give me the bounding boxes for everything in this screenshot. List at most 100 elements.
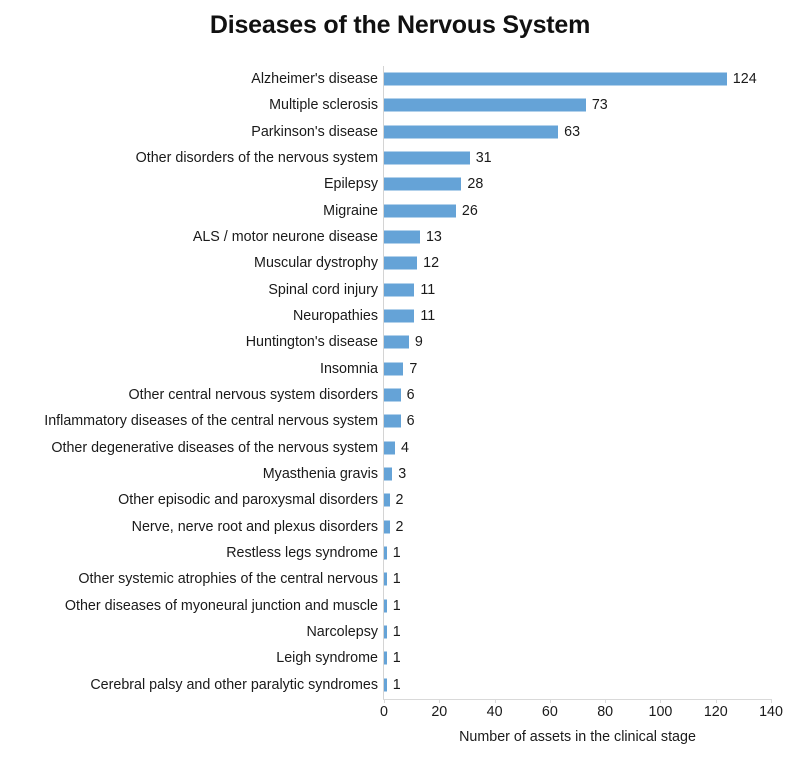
bar	[384, 256, 418, 270]
category-label: Other systemic atrophies of the central …	[78, 571, 378, 588]
category-label: ALS / motor neurone disease	[192, 229, 378, 246]
x-tick-mark	[660, 699, 662, 703]
category-label: Other central nervous system disorders	[128, 387, 379, 404]
x-tick-mark	[605, 699, 607, 703]
bar-row: Narcolepsy 1	[0, 619, 800, 645]
bar-row: Muscular dystrophy 12	[0, 250, 800, 276]
bar	[384, 651, 387, 665]
bar	[384, 204, 456, 218]
category-label: Restless legs syndrome	[226, 545, 378, 562]
bar	[384, 388, 401, 402]
bar	[384, 283, 415, 297]
bar	[384, 98, 586, 112]
bar-row: Insomnia 7	[0, 356, 800, 382]
category-label: Huntington's disease	[245, 334, 378, 351]
category-label: Leigh syndrome	[276, 650, 378, 667]
bar-value-label: 12	[423, 255, 440, 272]
bar	[384, 125, 559, 139]
bar-value-label: 1	[392, 571, 401, 588]
category-label: Muscular dystrophy	[254, 255, 378, 272]
bar-value-label: 1	[392, 676, 401, 693]
bar-value-label: 6	[406, 413, 415, 430]
bar-value-label: 11	[420, 308, 436, 325]
category-label: Insomnia	[319, 360, 378, 377]
bar	[384, 572, 387, 586]
bar	[384, 309, 415, 323]
bar	[384, 414, 401, 428]
x-tick-mark	[494, 699, 496, 703]
bar	[384, 335, 409, 349]
bar	[384, 599, 387, 613]
bar-row: Other diseases of myoneural junction and…	[0, 593, 800, 619]
x-tick-mark	[771, 699, 773, 703]
bar	[384, 72, 727, 86]
category-label: Nerve, nerve root and plexus disorders	[131, 518, 378, 535]
bar-row: Neuropathies 11	[0, 303, 800, 329]
y-axis-line	[383, 66, 384, 699]
bar-row: Migraine 26	[0, 198, 800, 224]
bar-value-label: 1	[392, 545, 401, 562]
bar-row: Alzheimer's disease 124	[0, 66, 800, 92]
x-tick-label: 40	[486, 704, 503, 720]
x-tick-mark	[549, 699, 551, 703]
x-tick-mark	[439, 699, 441, 703]
bar-row: Other central nervous system disorders 6	[0, 382, 800, 408]
bar-value-label: 3	[398, 466, 407, 483]
bar-row: Other disorders of the nervous system 31	[0, 145, 800, 171]
bar	[384, 625, 387, 639]
bar-row: Inflammatory diseases of the central ner…	[0, 408, 800, 434]
bar-value-label: 1	[392, 624, 401, 641]
bar	[384, 678, 387, 692]
category-label: Other degenerative diseases of the nervo…	[51, 439, 378, 456]
bar-value-label: 6	[406, 387, 415, 404]
bar-row: Spinal cord injury 11	[0, 277, 800, 303]
bar-value-label: 11	[420, 281, 436, 298]
x-axis-line	[383, 699, 772, 700]
category-label: Alzheimer's disease	[251, 71, 378, 88]
bar-value-label: 124	[732, 71, 757, 88]
bar-value-label: 26	[461, 202, 478, 219]
category-label: Narcolepsy	[306, 624, 378, 641]
bar	[384, 230, 420, 244]
bar-value-label: 2	[395, 518, 404, 535]
bar-row: Other systemic atrophies of the central …	[0, 566, 800, 592]
x-tick-label: 80	[597, 704, 614, 720]
x-tick-label: 100	[648, 704, 673, 720]
bar-row: Restless legs syndrome 1	[0, 540, 800, 566]
bar-value-label: 31	[475, 150, 492, 167]
category-label: Neuropathies	[292, 308, 378, 325]
bar-row: Nerve, nerve root and plexus disorders 2	[0, 514, 800, 540]
chart-title: Diseases of the Nervous System	[209, 11, 591, 39]
category-label: Spinal cord injury	[268, 281, 378, 298]
x-tick-label: 120	[703, 704, 728, 720]
category-label: Other disorders of the nervous system	[135, 150, 378, 167]
category-label: Migraine	[323, 202, 378, 219]
bar	[384, 441, 396, 455]
bar	[384, 546, 387, 560]
bar-value-label: 1	[392, 597, 401, 614]
bar-value-label: 28	[467, 176, 484, 193]
x-axis-title: Number of assets in the clinical stage	[459, 729, 696, 745]
category-label: Cerebral palsy and other paralytic syndr…	[90, 676, 378, 693]
bar	[384, 467, 393, 481]
bar	[384, 151, 470, 165]
x-tick-mark	[715, 699, 717, 703]
bar-value-label: 7	[409, 360, 418, 377]
bar-row: Cerebral palsy and other paralytic syndr…	[0, 672, 800, 698]
bar	[384, 520, 390, 534]
category-label: Parkinson's disease	[251, 123, 378, 140]
category-label: Other episodic and paroxysmal disorders	[118, 492, 378, 509]
x-tick-mark	[384, 699, 385, 703]
bar	[384, 177, 462, 191]
x-tick-label: 60	[541, 704, 558, 720]
x-tick-label: 140	[759, 704, 783, 720]
